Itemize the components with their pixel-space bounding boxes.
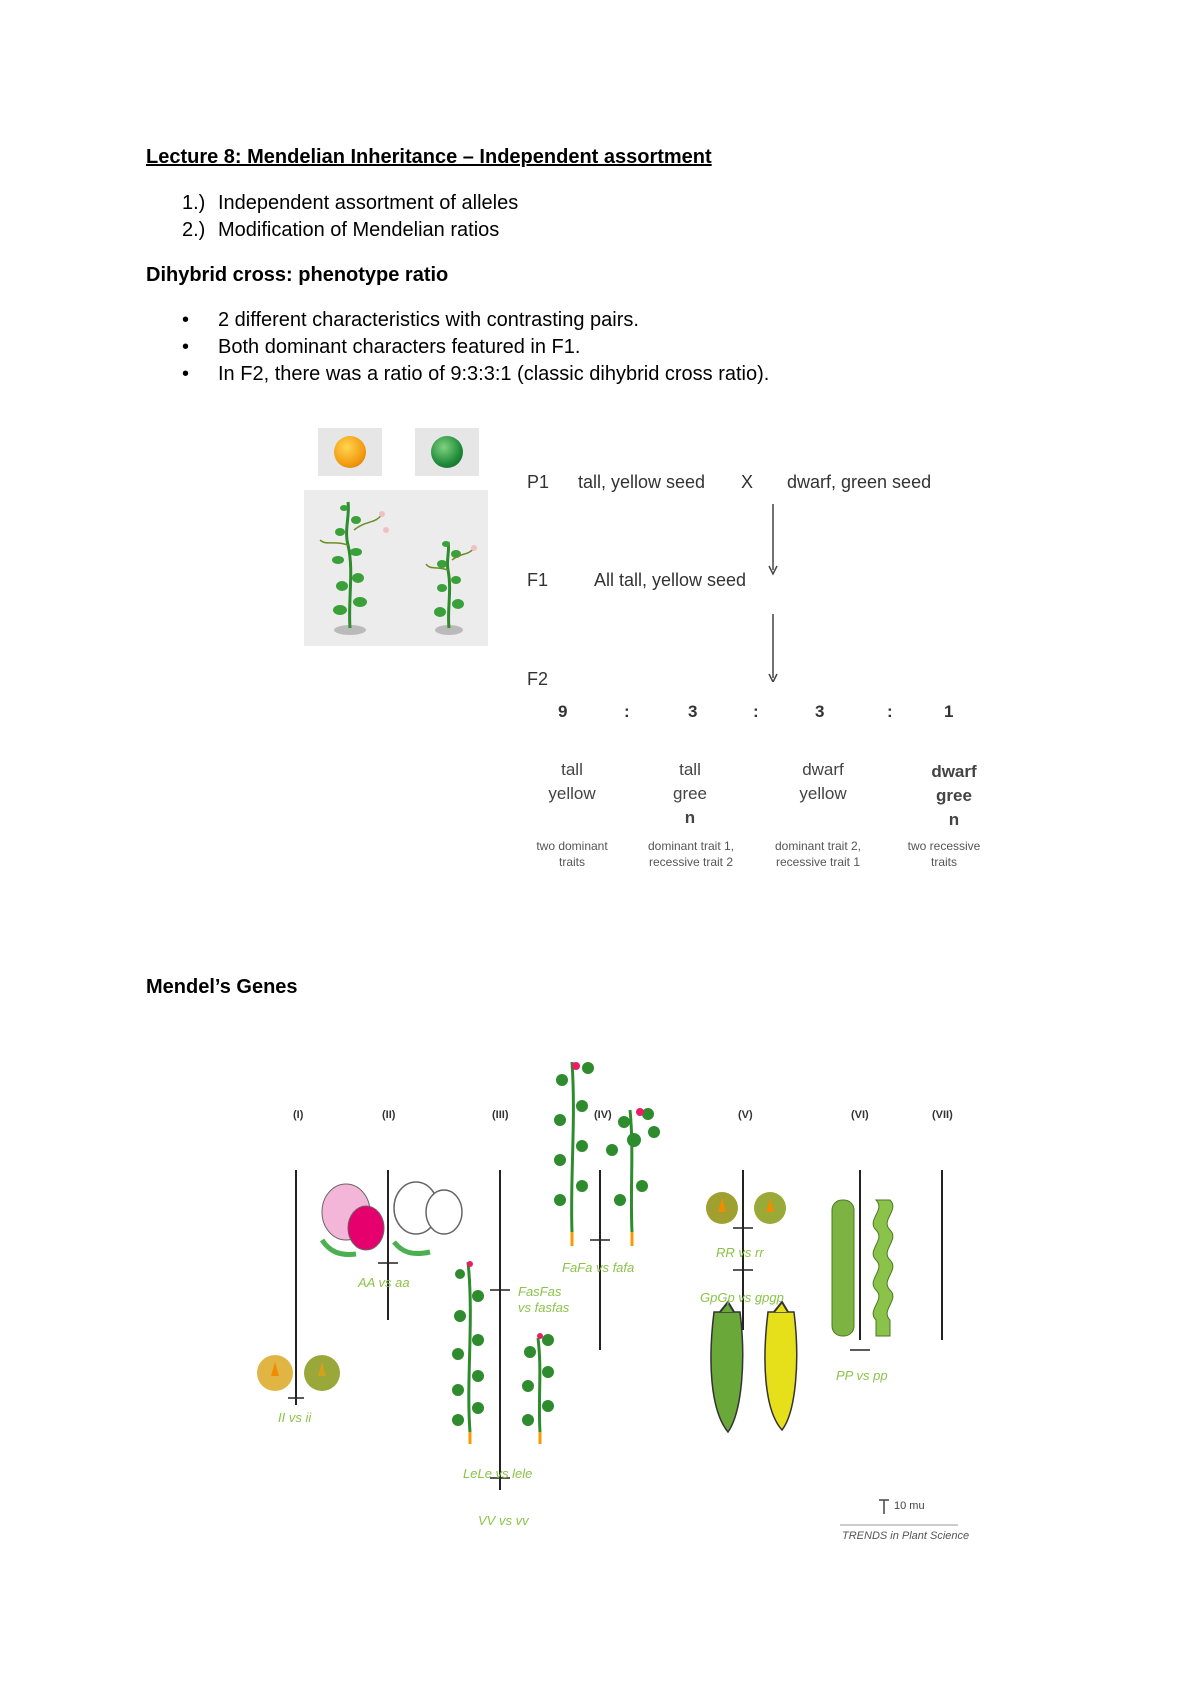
phenotype-line: tall (561, 760, 583, 779)
f2-label: F2 (527, 669, 549, 689)
generation-arrows (768, 504, 778, 682)
phenotype-line: tall (679, 760, 701, 779)
chromosome-label: (IV) (594, 1109, 612, 1121)
f1-label: F1 (527, 570, 549, 590)
list-item: • In F2, there was a ratio of 9:3:3:1 (cl… (182, 361, 769, 388)
ratio-value: 3 (688, 702, 698, 721)
phenotype-column: tall yellow (522, 758, 622, 830)
bullet-icon: • (182, 363, 190, 385)
p1-label: P1 (527, 472, 550, 492)
phenotype-line: n (948, 810, 960, 829)
page-title: Lecture 8: Mendelian Inheritance – Indep… (146, 146, 712, 168)
phenotype-column: tall gree n (640, 758, 740, 830)
gene-label-i: II vs ii (278, 1410, 312, 1425)
phenotype-note: two dominant traits (536, 839, 608, 869)
list-text: Independent assortment of alleles (218, 192, 519, 214)
p1-parent1: tall, yellow seed (578, 472, 706, 492)
list-text: Modification of Mendelian ratios (218, 219, 500, 241)
objectives-list: 1.) Independent assortment of alleles 2.)… (182, 190, 518, 244)
list-item: 2.) Modification of Mendelian ratios (182, 217, 518, 244)
list-item: • 2 different characteristics with contra… (182, 307, 769, 334)
ratio-value: 1 (944, 702, 954, 721)
ratio-separator: : (753, 702, 759, 721)
tall-and-dwarf-plant-image (304, 490, 488, 646)
gene-label-p: PP vs pp (836, 1368, 888, 1383)
ratio-value: 9 (558, 702, 568, 721)
chromosome-label: (VII) (932, 1109, 953, 1121)
ratio-separator: : (887, 702, 893, 721)
gene-label-gp: GpGp vs gpgp (700, 1290, 784, 1305)
section-heading-dihybrid: Dihybrid cross: phenotype ratio (146, 264, 449, 286)
phenotype-line: yellow (548, 784, 596, 803)
figure-credit: TRENDS in Plant Science (842, 1530, 970, 1542)
chromosome-label: (I) (293, 1109, 304, 1121)
chromosome-label: (VI) (851, 1109, 869, 1121)
ratio-value: 3 (815, 702, 825, 721)
gene-label-le: LeLe vs lele (463, 1466, 533, 1481)
phenotype-line (522, 806, 622, 830)
chromosome-label: (II) (382, 1109, 396, 1121)
list-item: • Both dominant characters featured in F1… (182, 334, 769, 361)
phenotype-line (773, 806, 873, 830)
chromosome-label: (III) (492, 1109, 509, 1121)
gene-label-v: VV vs vv (478, 1513, 529, 1528)
gene-label-r: RR vs rr (716, 1245, 764, 1260)
f1-text: All tall, yellow seed (594, 570, 747, 590)
yellow-seed-image (318, 428, 382, 476)
scale-bar-label: 10 mu (894, 1500, 925, 1512)
bullet-list: • 2 different characteristics with contra… (182, 307, 769, 388)
list-text: In F2, there was a ratio of 9:3:3:1 (cla… (218, 363, 770, 385)
phenotype-line: yellow (799, 784, 847, 803)
phenotype-line: gree (672, 784, 708, 803)
yellow-pea-icon (334, 436, 366, 468)
phenotype-column: dwarf yellow (773, 758, 873, 830)
green-seed-image (415, 428, 479, 476)
ratio-separator: : (624, 702, 630, 721)
green-pea-icon (431, 436, 463, 468)
chromosome-label: (V) (738, 1109, 753, 1121)
gene-label-fas: FasFas (518, 1284, 562, 1299)
mendels-genes-figure (257, 1061, 958, 1526)
gene-label-fas-2: vs fasfas (518, 1300, 570, 1315)
list-text: 2 different characteristics with contras… (218, 309, 639, 331)
list-number: 1.) (182, 192, 206, 214)
p1-parent2: dwarf, green seed (787, 472, 932, 492)
phenotype-line: n (684, 808, 696, 827)
bullet-icon: • (182, 336, 190, 358)
phenotype-note: two recessive traits (907, 839, 981, 869)
bullet-icon: • (182, 309, 190, 331)
phenotype-note: dominant trait 2, recessive trait 1 (774, 839, 862, 869)
list-number: 2.) (182, 219, 206, 241)
gene-label-a: AA vs aa (358, 1275, 410, 1290)
cross-x: X (741, 472, 754, 492)
section-heading-mendels-genes: Mendel’s Genes (146, 976, 298, 998)
phenotype-note: dominant trait 1, recessive trait 2 (647, 839, 735, 869)
gene-label-fa: FaFa vs fafa (562, 1260, 635, 1275)
phenotype-line: dwarf (931, 762, 977, 781)
phenotype-column: dwarf gree n (904, 760, 1004, 832)
list-text: Both dominant characters featured in F1. (218, 336, 581, 358)
phenotype-line: dwarf (802, 760, 844, 779)
phenotype-line: gree (936, 786, 972, 805)
list-item: 1.) Independent assortment of alleles (182, 190, 518, 217)
